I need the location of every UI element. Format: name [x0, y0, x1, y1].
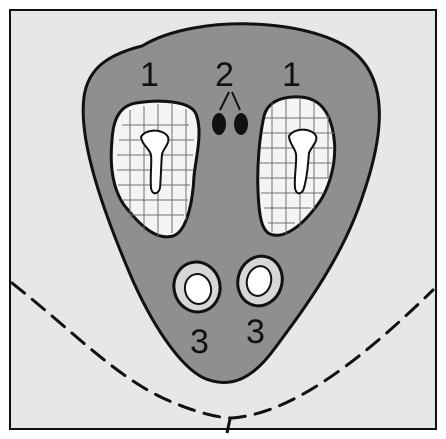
top-right-dot	[234, 113, 248, 135]
label-left-bundle: 1	[140, 56, 159, 94]
label-right-bundle: 1	[282, 56, 301, 94]
label-bottom-left: 3	[190, 323, 209, 361]
top-left-dot	[212, 113, 226, 135]
label-bottom-right: 3	[246, 313, 265, 351]
label-top-pair: 2	[215, 56, 234, 94]
